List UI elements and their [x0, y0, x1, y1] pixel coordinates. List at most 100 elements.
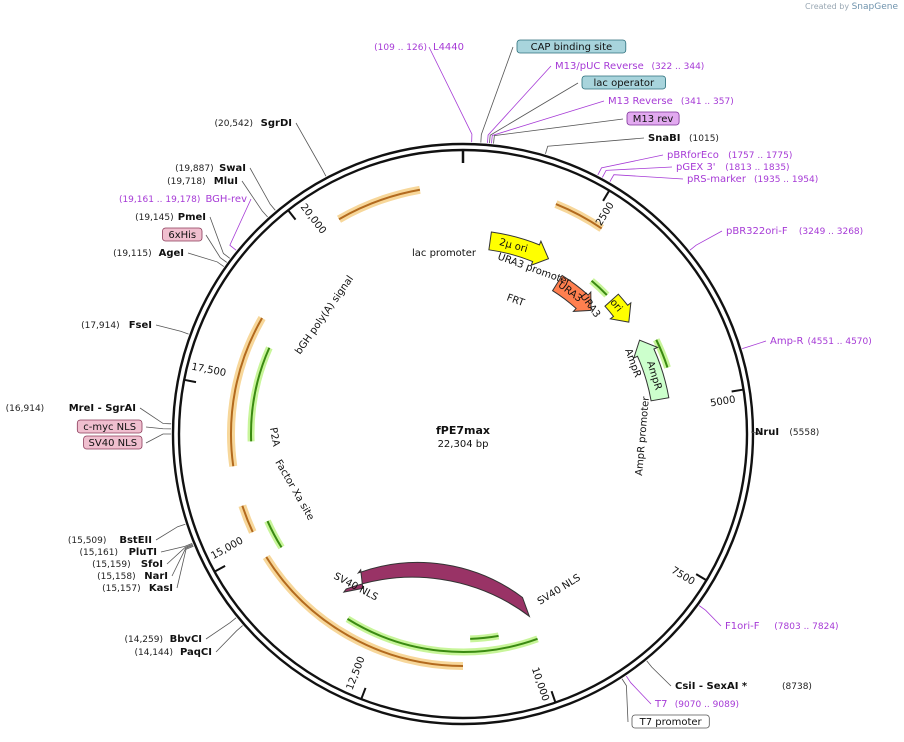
site-position: (7803 .. 7824) [774, 622, 838, 632]
site-name: SwaI [219, 163, 246, 174]
feature-label: Cas9 [423, 609, 449, 624]
site-name: PluTI [129, 547, 157, 558]
tick-line [550, 690, 557, 703]
orf-arc [555, 203, 603, 230]
site-position: (5558) [789, 428, 819, 438]
orf-arc-halo [337, 185, 421, 223]
feature-ampr [633, 339, 670, 402]
brand-watermark: Created by SnapGene [805, 2, 898, 12]
site-name: BGH-rev [205, 194, 247, 205]
tick-label: 12,500 [345, 655, 368, 692]
orf-arrow [590, 280, 608, 296]
backbone-outer-strand [171, 142, 755, 726]
site-name: MluI [214, 176, 238, 187]
site-t7: T7(9070 .. 9089) [625, 675, 739, 710]
site-name: MreI - SgrAI [69, 403, 136, 414]
orf-arrow [655, 339, 669, 368]
plasmid-name: fPE7max [436, 424, 490, 437]
site-position: (15,158) [97, 572, 136, 582]
site-leader-line [493, 118, 624, 144]
site-name: FseI [129, 320, 152, 331]
site-position: (16,914) [6, 404, 45, 414]
site-leader-line [621, 678, 629, 723]
site-leader-line [742, 340, 767, 350]
site-position: (15,509) [68, 536, 107, 546]
site-l4440: L4440 (109 .. 126) [374, 42, 473, 143]
site-position: (8738) [782, 682, 812, 692]
site-leader-line [698, 605, 722, 627]
site-position: (14,259) [124, 635, 163, 645]
feature-text-label: P2A [267, 427, 281, 448]
feature-text-label: AmpR promoter [634, 395, 652, 476]
orf-arc [241, 505, 254, 533]
site-box-label: T7 promoter [639, 717, 703, 728]
site-cap-binding-site: CAP binding site [480, 39, 627, 143]
orf-arc [338, 188, 421, 221]
brand-name: SnapGene [851, 2, 898, 12]
tick-label: 5000 [709, 394, 736, 409]
site-agei: AgeI(19,115) [113, 248, 225, 267]
site-leader-line [646, 660, 672, 687]
site-leader-line [609, 174, 684, 182]
site-position: (1813 .. 1835) [725, 163, 789, 173]
orf-arc [265, 556, 464, 667]
site-t7-promoter: T7 promoter [621, 678, 710, 729]
feature-text-label: SV40 NLS [536, 573, 583, 608]
site-box [76, 419, 143, 434]
site-lac-operator: lac operator [489, 75, 666, 144]
tick-label: 20,000 [298, 202, 328, 236]
site-name: BbvCI [170, 634, 202, 645]
site-leader-line [295, 122, 327, 177]
site-box [83, 435, 143, 450]
site-leader-line [601, 166, 673, 178]
tick-label: 10,000 [529, 666, 551, 703]
site-name: SfoI [141, 559, 163, 570]
site-leader-line [205, 234, 228, 263]
site-name: M13/pUC Reverse [555, 61, 644, 72]
site-name: NruI [755, 427, 779, 438]
site-name: AgeI [159, 248, 184, 259]
site-box-label: M13 rev [633, 114, 674, 125]
site-position: (15,159) [92, 560, 131, 570]
site-leader-line [205, 617, 237, 640]
site-pgex-3-: pGEX 3' (1813 .. 1835) [601, 162, 790, 178]
site-leader-line [545, 137, 645, 154]
site-box-label: CAP binding site [531, 42, 613, 53]
site-position: (109 .. 126) [374, 43, 427, 53]
site-pmei: PmeI(19,145) [135, 212, 231, 259]
tick-line [287, 209, 297, 221]
site-leader-line [176, 545, 194, 589]
site-leader-line [187, 252, 225, 267]
site-box-label: lac operator [594, 78, 655, 89]
site-bgh-rev: BGH-rev (19,161 .. 19,178) [119, 194, 252, 251]
site-name: CsiI - SexAI * [675, 681, 748, 692]
site-box-label: SV40 NLS [89, 438, 138, 449]
site-name: L4440 [433, 42, 464, 53]
site-name: pBR322ori-F [726, 226, 788, 237]
site-box [631, 714, 710, 729]
site-position: (19,161 .. 19,178) [119, 195, 200, 205]
site-mrei-sgrai: MreI - SgrAI (16,914) [6, 403, 172, 425]
site-position: (19,887) [175, 164, 214, 174]
site-pbr322ori-f: pBR322ori-F(3249 .. 3268) [689, 226, 863, 251]
site-name: pGEX 3' [676, 162, 716, 173]
site-nari: NarI (15,158) [97, 544, 194, 582]
tick-label: 15,000 [209, 535, 245, 562]
tick-line [695, 573, 707, 582]
site-name: F1ori-F [725, 621, 760, 632]
site-name: KasI [149, 583, 173, 594]
site-kasi: KasI(15,157) [102, 545, 194, 594]
site-position: (17,914) [81, 321, 120, 331]
site-leader-line [166, 543, 193, 565]
site-name: NarI [144, 571, 168, 582]
site-box [162, 227, 203, 242]
feature-text-label: Factor Xa site [272, 458, 316, 522]
orf-arrow [346, 618, 538, 653]
site-position: (1015) [689, 134, 719, 144]
tick-line [602, 190, 611, 202]
tick-label: 17,500 [190, 362, 226, 379]
site-m13-puc-reverse: M13/pUC Reverse(322 .. 344) [487, 61, 704, 144]
site-position: (20,542) [214, 119, 253, 129]
orf-arc [230, 317, 263, 467]
site-leader-line [597, 154, 664, 176]
